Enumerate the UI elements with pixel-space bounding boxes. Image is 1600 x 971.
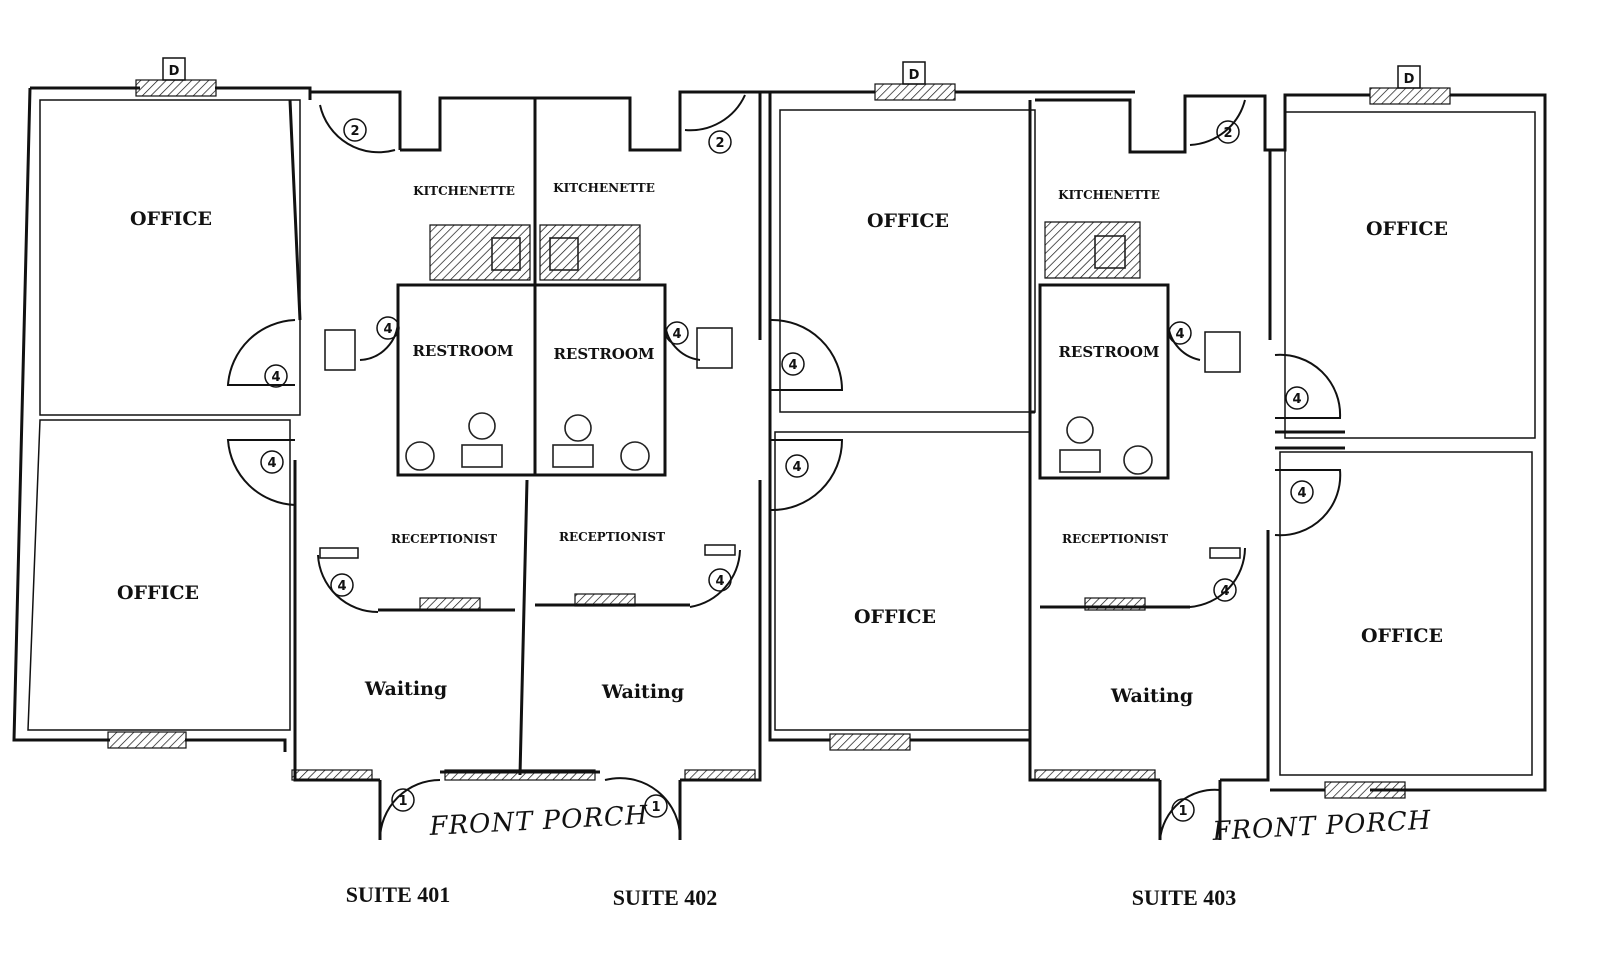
suite-label-402: SUITE 402	[613, 885, 718, 910]
door-numbers: 2 2 2 4 4 4 4 4 4 4 4 4 4 4 4 1 1 1 D D …	[169, 64, 1415, 822]
label-office-402-bottom: OFFICE	[854, 606, 936, 628]
window-bottom-left	[107, 731, 187, 749]
window-bottom-mid	[829, 733, 911, 751]
label-kitchenette-402: KITCHENETTE	[553, 181, 655, 195]
label-office-403-bottom: OFFICE	[1361, 625, 1443, 647]
exterior-walls	[12, 57, 1547, 799]
door-swings	[226, 94, 1342, 841]
label-restroom-402: RESTROOM	[553, 345, 654, 363]
window-bottom-right	[1324, 781, 1406, 799]
label-receptionist-401: RECEPTIONIST	[391, 532, 497, 546]
vent-mark-mid: D	[909, 68, 920, 83]
label-receptionist-402: RECEPTIONIST	[559, 530, 665, 544]
vent-mark-left: D	[169, 64, 180, 79]
door-num-recept-403: 4	[1220, 584, 1229, 599]
label-receptionist-403: RECEPTIONIST	[1062, 532, 1168, 546]
interior-walls-401-402	[288, 92, 762, 840]
window-top-left	[135, 79, 217, 97]
door-num-restroom-402: 4	[672, 327, 681, 342]
label-office-401-top: OFFICE	[130, 208, 212, 230]
door-num-rear-401: 2	[350, 124, 359, 139]
label-office-403-top: OFFICE	[1366, 218, 1448, 240]
suite-label-403: SUITE 403	[1132, 885, 1237, 910]
door-num-office-403a: 4	[1292, 392, 1301, 407]
label-kitchenette-403: KITCHENETTE	[1058, 188, 1160, 202]
door-num-office-402a: 4	[788, 358, 797, 373]
door-num-recept-401: 4	[337, 579, 346, 594]
door-num-front-402: 1	[651, 800, 660, 815]
label-office-401-bottom: OFFICE	[117, 582, 199, 604]
porch-note-left: FRONT PORCH	[428, 801, 650, 843]
label-office-402-top: OFFICE	[867, 210, 949, 232]
vent-top-right	[1397, 65, 1421, 89]
door-num-office-403b: 4	[1297, 486, 1306, 501]
label-waiting-401: Waiting	[364, 678, 447, 700]
door-num-rear-402: 2	[715, 136, 724, 151]
interior-walls-403	[1028, 100, 1345, 840]
room-labels: OFFICE OFFICE KITCHENETTE RESTROOM RECEP…	[117, 181, 1448, 707]
door-num-office-401a: 4	[271, 370, 280, 385]
window-top-mid	[874, 83, 956, 101]
door-num-recept-402: 4	[715, 574, 724, 589]
door-num-rear-403: 2	[1223, 126, 1232, 141]
door-num-office-401b: 4	[267, 456, 276, 471]
label-waiting-403: Waiting	[1110, 685, 1193, 707]
label-kitchenette-401: KITCHENETTE	[413, 184, 515, 198]
suite-labels: SUITE 401 SUITE 402 SUITE 403	[346, 882, 1237, 910]
label-restroom-403: RESTROOM	[1058, 343, 1159, 361]
label-restroom-401: RESTROOM	[412, 342, 513, 360]
vent-top-left	[162, 57, 186, 81]
door-num-restroom-403: 4	[1175, 327, 1184, 342]
vent-mark-right: D	[1404, 72, 1415, 87]
door-num-front-401: 1	[398, 794, 407, 809]
porch-note-right: FRONT PORCH	[1211, 806, 1433, 848]
vent-top-mid	[902, 61, 926, 85]
window-top-right	[1369, 87, 1451, 105]
door-num-restroom-401: 4	[383, 322, 392, 337]
porch-notes: FRONT PORCH FRONT PORCH	[428, 801, 1433, 848]
suite-label-401: SUITE 401	[346, 882, 451, 907]
door-num-office-402b: 4	[792, 460, 801, 475]
door-num-front-403: 1	[1178, 804, 1187, 819]
label-waiting-402: Waiting	[601, 681, 684, 703]
